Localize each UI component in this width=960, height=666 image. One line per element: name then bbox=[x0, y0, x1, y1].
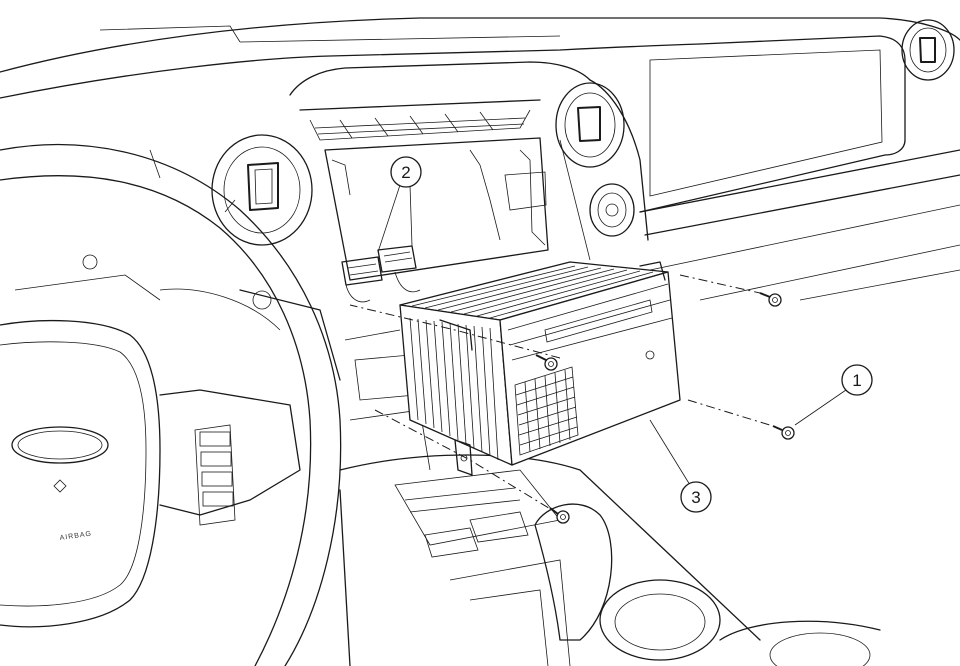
front-grille bbox=[514, 366, 579, 456]
steering-control-buttons bbox=[199, 431, 234, 507]
callout-2: 2 bbox=[390, 156, 422, 188]
bolt-lower-right-icon bbox=[772, 425, 795, 440]
electrical-connectors bbox=[341, 245, 421, 303]
instrument-panel bbox=[0, 17, 960, 301]
assembly-centerlines bbox=[349, 274, 774, 511]
side-heat-fins bbox=[409, 317, 499, 461]
airbag-marking: AIRBAG bbox=[59, 531, 92, 542]
upper-vent-grille bbox=[314, 111, 526, 139]
center-right-air-vent bbox=[555, 82, 625, 168]
svg-text:1: 1 bbox=[852, 371, 861, 390]
bolt-upper-right-icon bbox=[759, 292, 782, 307]
steering-wheel: AIRBAG bbox=[0, 143, 342, 666]
left-air-vent bbox=[211, 134, 313, 246]
bolt-center-icon bbox=[535, 354, 558, 371]
radio-receiver-unit bbox=[399, 261, 681, 476]
center-console bbox=[339, 454, 881, 666]
svg-text:2: 2 bbox=[401, 163, 410, 182]
top-vent-slots bbox=[411, 265, 654, 319]
callout-1: 1 bbox=[841, 364, 873, 396]
callout-3: 3 bbox=[680, 481, 712, 513]
bolt-lower-icon bbox=[549, 507, 570, 524]
emblem-icon bbox=[11, 426, 109, 464]
control-knob bbox=[589, 183, 635, 237]
far-right-air-vent bbox=[901, 19, 955, 81]
svg-text:3: 3 bbox=[691, 488, 700, 507]
callout-leaders bbox=[377, 184, 847, 486]
